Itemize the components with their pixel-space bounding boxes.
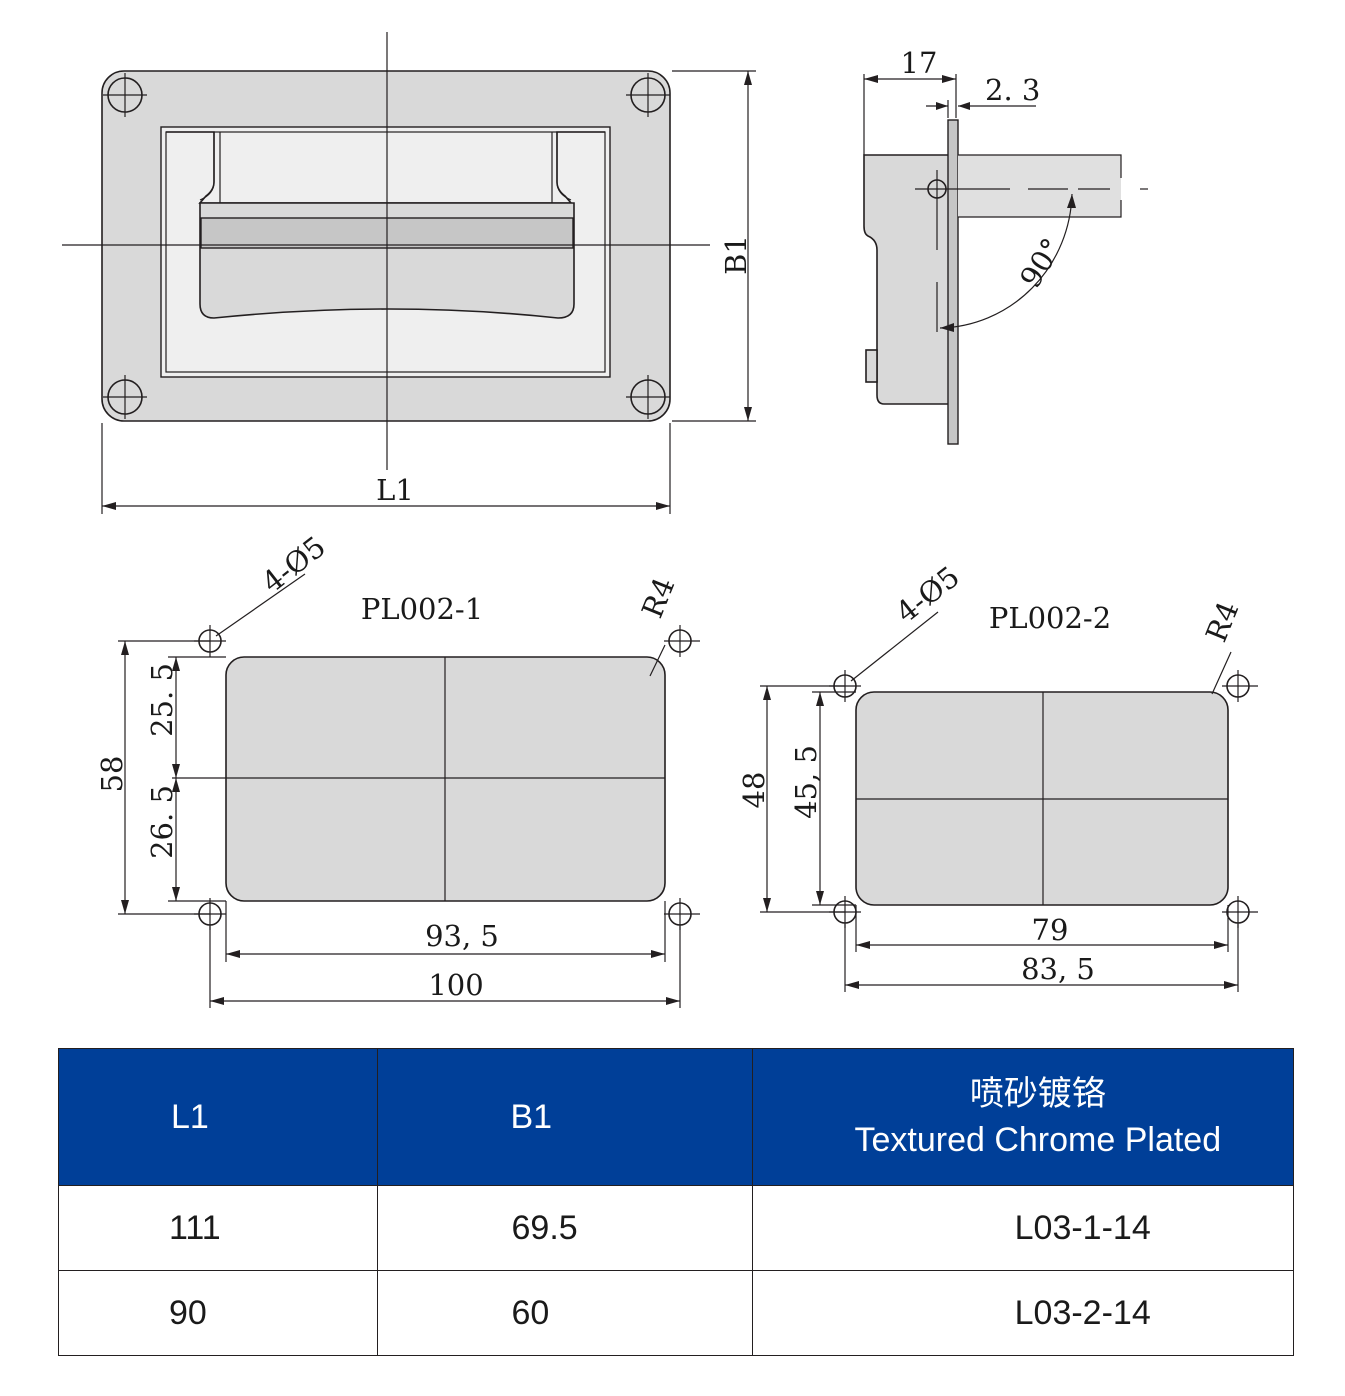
depth-17-label: 17 — [901, 46, 938, 80]
dim-26-5: 26. 5 — [145, 785, 179, 859]
corner-hole-bl — [103, 375, 147, 419]
cutout-1-title: PL002-1 — [361, 592, 483, 626]
holes-label-1: 4-Ø5 — [255, 529, 331, 599]
b1-label: B1 — [719, 235, 753, 275]
dim-58: 58 — [95, 756, 129, 793]
dim-25-5: 25. 5 — [145, 663, 179, 737]
corner-hole-tl — [103, 73, 147, 117]
header-finish-cn: 喷砂镀铬 — [969, 1075, 1106, 1113]
header-l1: L1 — [58, 1048, 378, 1186]
row-1-l1: 111 — [58, 1185, 378, 1271]
row-1-b1: 69.5 — [376, 1185, 753, 1271]
row-2-b1: 60 — [376, 1270, 753, 1356]
technical-drawing: B1 L1 90° — [62, 32, 1258, 1008]
row-2-l1: 90 — [58, 1270, 378, 1356]
corner-hole-br — [626, 375, 670, 419]
dim-79: 79 — [1032, 913, 1069, 947]
plate-thickness-label: 2. 3 — [985, 73, 1040, 107]
dim-48: 48 — [737, 772, 771, 809]
corner-hole-tr — [626, 73, 670, 117]
row-2-code: L03-2-14 — [751, 1270, 1295, 1356]
table-row: 90 60 L03-2-14 — [58, 1270, 1295, 1356]
radius-label-1: R4 — [635, 573, 682, 623]
side-view: 90° 17 2. 3 — [863, 46, 1148, 445]
front-view: B1 L1 — [62, 32, 756, 514]
cutout-pl002-2: 4-Ø5 R4 PL002-2 48 45, 5 79 83, 5 — [737, 559, 1258, 992]
dim-100: 100 — [428, 968, 483, 1002]
angle-label: 90° — [1013, 232, 1069, 294]
header-finish-en: Textured Chrome Plated — [854, 1121, 1222, 1159]
l1-label: L1 — [376, 473, 414, 507]
header-finish: 喷砂镀铬 Textured Chrome Plated — [751, 1048, 1295, 1186]
cutout-pl002-1: 4-Ø5 R4 PL002-1 58 25. 5 26. 5 93, 5 — [95, 529, 700, 1008]
cutout-2-title: PL002-2 — [989, 601, 1111, 635]
dim-45-5: 45, 5 — [789, 745, 823, 819]
hole-1-br — [664, 898, 700, 930]
header-b1: B1 — [376, 1048, 753, 1186]
hole-2-tr — [1222, 670, 1258, 702]
hole-1-tr — [664, 625, 700, 657]
dim-93-5: 93, 5 — [425, 919, 499, 953]
radius-label-2: R4 — [1199, 597, 1246, 647]
spec-table: L1 B1 喷砂镀铬 Textured Chrome Plated 111 69… — [58, 1048, 1295, 1356]
table-row: 111 69.5 L03-1-14 — [58, 1185, 1295, 1271]
table-header-row: L1 B1 喷砂镀铬 Textured Chrome Plated — [58, 1048, 1295, 1186]
holes-label-2: 4-Ø5 — [889, 559, 965, 629]
row-1-code: L03-1-14 — [751, 1185, 1295, 1271]
dim-83-5: 83, 5 — [1021, 952, 1095, 986]
